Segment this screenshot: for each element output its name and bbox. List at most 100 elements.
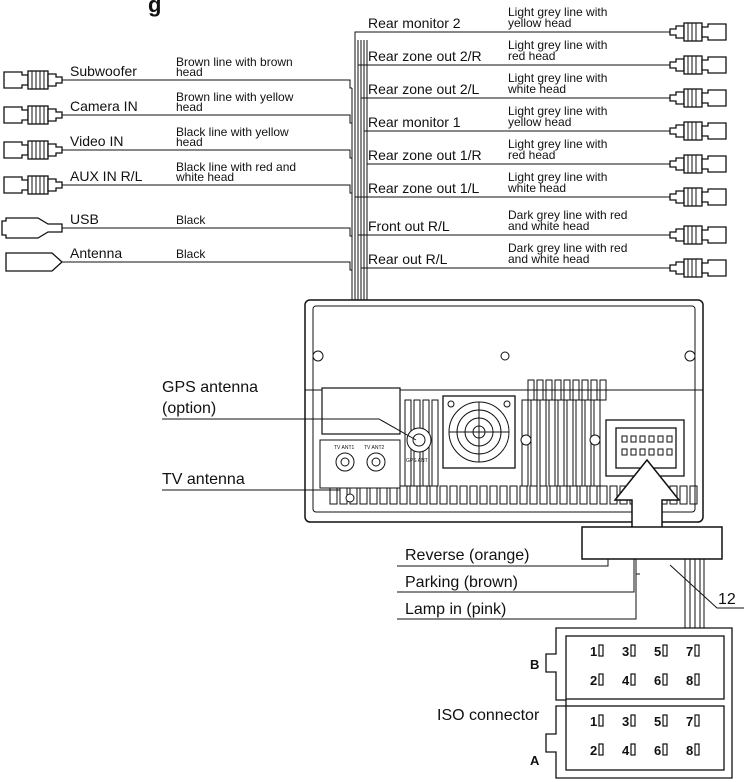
tv-ant1-port-label: TV ANT1 bbox=[334, 445, 355, 451]
right-connector-label: Rear zone out 1/L bbox=[368, 180, 480, 196]
iso-pin-icon bbox=[630, 714, 636, 727]
mount-hole-icon bbox=[500, 351, 510, 361]
lamp-wire-label: Lamp in (pink) bbox=[405, 601, 506, 618]
left-connector-desc-line2: head bbox=[176, 100, 203, 114]
iso-pin-icon bbox=[630, 743, 636, 756]
iso-pin-icon bbox=[662, 714, 668, 727]
rca-plug-icon bbox=[669, 258, 727, 278]
left-connector-5: USB Black bbox=[1, 211, 352, 239]
iso-pin-label: 8 bbox=[686, 743, 693, 758]
iso-pin-icon bbox=[694, 714, 700, 727]
rca-plug-icon bbox=[669, 121, 727, 141]
rca-plug-icon bbox=[669, 55, 727, 75]
left-connector-label: Subwoofer bbox=[70, 63, 137, 79]
left-connector-label: Antenna bbox=[70, 245, 122, 261]
right-connector-desc: Light grey line with bbox=[508, 104, 607, 118]
cooling-fan-icon bbox=[442, 395, 516, 469]
iso-pin-icon bbox=[630, 644, 636, 657]
iso-pin-icon bbox=[694, 673, 700, 686]
iso-pin-label: 2 bbox=[590, 743, 597, 758]
tv-ant2-port-label: TV ANT2 bbox=[364, 445, 385, 451]
rca-plug-icon bbox=[3, 175, 63, 195]
iso-pin-label: 4 bbox=[622, 673, 630, 688]
rca-plug-icon bbox=[669, 225, 727, 245]
screw-left-icon bbox=[312, 350, 324, 362]
iso-pin-icon bbox=[694, 743, 700, 756]
tv-antenna-label: TV antenna bbox=[162, 471, 245, 488]
iso-pin-label: 8 bbox=[686, 673, 693, 688]
iso-pin-label: 5 bbox=[654, 644, 661, 659]
left-connector-label: Video IN bbox=[70, 133, 123, 149]
rca-plug-icon bbox=[3, 140, 63, 160]
iso-pin-label: 3 bbox=[622, 644, 629, 659]
pin-count-label: 12 bbox=[718, 591, 736, 608]
gps-leader-line bbox=[162, 418, 417, 441]
iso-pin-label: 5 bbox=[654, 714, 661, 729]
iso-block-a-label: A bbox=[530, 753, 540, 768]
head-unit-rear: TV ANT1 TV ANT2 GPS ANT bbox=[304, 299, 704, 523]
iso-pin-label: 3 bbox=[622, 714, 629, 729]
left-connector-desc: Black line with yellow bbox=[176, 125, 289, 139]
antenna-plug-icon bbox=[5, 252, 63, 272]
right-connector-3: Rear zone out 2/L Light grey line withwhi… bbox=[360, 71, 727, 108]
gps-antenna-label: GPS antenna bbox=[162, 379, 258, 396]
right-connector-desc: Light grey line with bbox=[508, 71, 607, 85]
iso-pin-icon bbox=[694, 644, 700, 657]
rca-plug-icon bbox=[3, 70, 63, 90]
right-connector-2: Rear zone out 2/R Light grey line withred… bbox=[357, 38, 727, 75]
iso-pin-label: 2 bbox=[590, 673, 597, 688]
right-connector-desc-line2: red head bbox=[508, 49, 555, 63]
right-connector-label: Rear zone out 2/R bbox=[368, 48, 482, 64]
right-connector-desc-line2: white head bbox=[507, 82, 566, 96]
iso-pin-icon bbox=[662, 644, 668, 657]
right-connector-desc: Light grey line with bbox=[508, 170, 607, 184]
left-connector-label: USB bbox=[70, 211, 99, 227]
right-connector-4: Rear monitor 1 Light grey line withyellow… bbox=[363, 104, 727, 141]
iso-pin-label: 6 bbox=[654, 673, 661, 688]
rca-plug-icon bbox=[669, 154, 727, 174]
screw-right-icon bbox=[684, 350, 696, 362]
right-connector-6: Rear zone out 1/L Light grey line withwhi… bbox=[354, 170, 727, 207]
iso-pin-icon bbox=[598, 743, 604, 756]
iso-pin-label: 7 bbox=[686, 714, 693, 729]
right-connector-desc-line2: and white head bbox=[508, 219, 589, 233]
rca-plug-icon bbox=[669, 22, 727, 42]
left-connector-desc: Brown line with yellow bbox=[176, 90, 294, 104]
right-connector-label: Rear monitor 2 bbox=[368, 15, 461, 31]
iso-pin-icon bbox=[662, 743, 668, 756]
left-connector-label: AUX IN R/L bbox=[70, 168, 143, 184]
gps-antenna-option-label: (option) bbox=[162, 400, 216, 417]
right-connector-desc-line2: and white head bbox=[508, 252, 589, 266]
parking-wire-label: Parking (brown) bbox=[405, 574, 518, 591]
right-connector-label: Rear zone out 1/R bbox=[368, 147, 482, 163]
iso-pin-icon bbox=[662, 673, 668, 686]
rca-plug-icon bbox=[669, 88, 727, 108]
right-connector-desc: Light grey line with bbox=[508, 38, 607, 52]
left-connector-label: Camera IN bbox=[70, 98, 138, 114]
right-connector-label: Rear zone out 2/L bbox=[368, 81, 480, 97]
right-connector-desc-line2: white head bbox=[507, 181, 566, 195]
iso-pin-label: 7 bbox=[686, 644, 693, 659]
right-connector-label: Rear monitor 1 bbox=[368, 114, 461, 130]
right-connector-desc-line2: yellow head bbox=[508, 115, 571, 129]
left-connector-desc: Black bbox=[176, 213, 206, 227]
rca-plug-icon bbox=[669, 187, 727, 207]
iso-pin-icon bbox=[598, 673, 604, 686]
harness-wires bbox=[397, 559, 744, 628]
rca-plug-icon bbox=[3, 105, 63, 125]
usb-plug-icon bbox=[1, 217, 63, 239]
right-connector-label: Front out R/L bbox=[368, 218, 450, 234]
right-connector-label: Rear out R/L bbox=[368, 251, 448, 267]
iso-pin-icon bbox=[630, 673, 636, 686]
right-connector-desc: Dark grey line with red bbox=[508, 241, 627, 255]
